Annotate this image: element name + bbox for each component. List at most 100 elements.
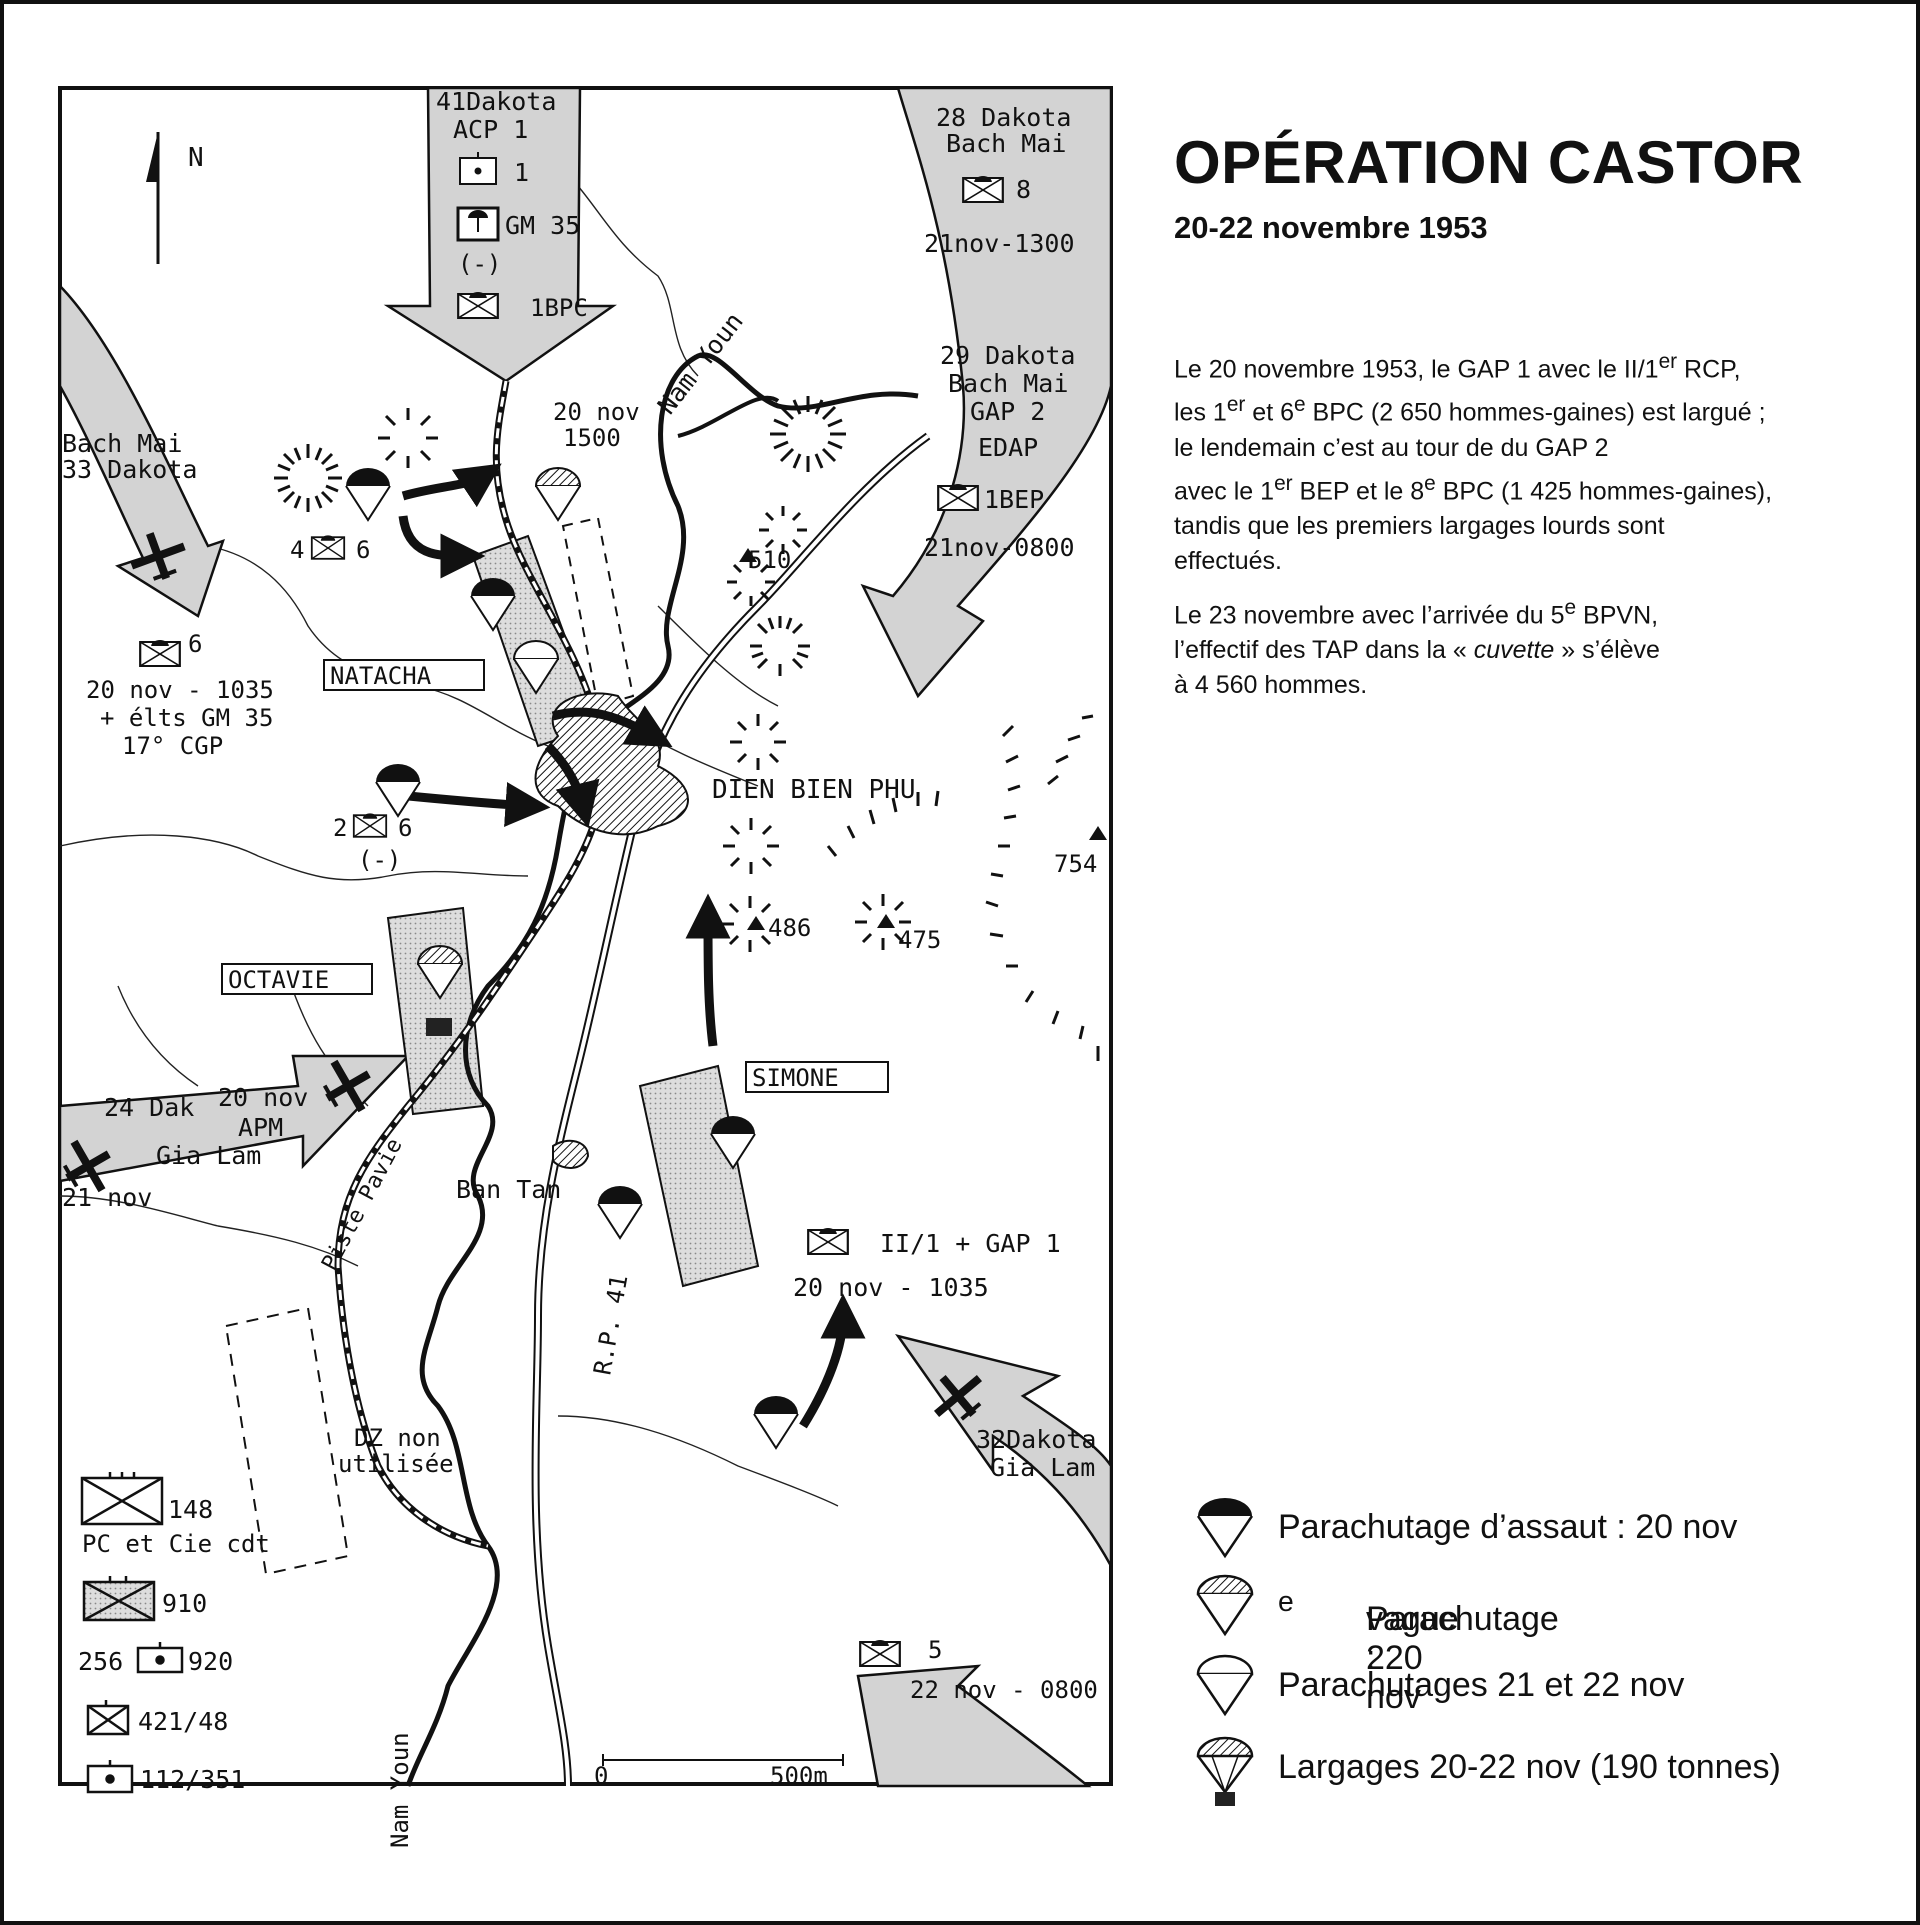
legend-later-label: Parachutages 21 et 22 nov	[1278, 1666, 1685, 1704]
text: et 6	[1245, 398, 1294, 427]
label-bachmai-1: Bach Mai	[946, 129, 1066, 158]
text: RCP,	[1677, 355, 1741, 384]
chute-hatched-icon	[1196, 1574, 1254, 1637]
legend-drops: Largages 20-22 nov (190 tonnes)	[1190, 1734, 1890, 1806]
description-paragraph-2: Le 23 novembre avec l’arrivée du 5e BPVN…	[1174, 590, 1854, 703]
scale-bar: 0 500m	[594, 1754, 844, 1790]
label-20nov-apm: 20 nov	[218, 1083, 308, 1112]
label-1bep: 1BEP	[984, 485, 1044, 514]
chute-dark-icon	[1196, 1498, 1254, 1559]
label-apm: APM	[238, 1113, 283, 1142]
label-ban-tan: Ban Tan	[456, 1175, 561, 1204]
label-simone: SIMONE	[752, 1064, 839, 1092]
label-21nov-1300: 21nov-1300	[924, 229, 1075, 258]
label-unit-4: 4	[290, 536, 304, 564]
map-parachutes	[345, 467, 799, 1449]
label-height-475: 475	[898, 926, 941, 954]
sup: er	[1274, 471, 1293, 495]
label-33dakota: 33 Dakota	[62, 455, 197, 484]
label-ii1-gap1: II/1 + GAP 1	[880, 1229, 1061, 1258]
key-112-351: 112/351	[140, 1765, 245, 1794]
label-gm35-minus: (-)	[458, 250, 501, 278]
unit-symbols	[139, 152, 1004, 1668]
label-unit-6a: 6	[356, 536, 370, 564]
label-gap2: GAP 2	[970, 397, 1045, 426]
key-910: 910	[162, 1589, 207, 1618]
key-256: 256	[78, 1647, 123, 1676]
label-bachmai-3: Bach Mai	[62, 429, 182, 458]
text: » s’élève	[1554, 636, 1660, 665]
label-edap: EDAP	[978, 433, 1038, 462]
movement-arrows	[387, 463, 866, 1429]
label-unit-5: 5	[928, 1636, 942, 1664]
north-label: N	[188, 143, 204, 173]
legend-assault: Parachutage d’assaut : 20 nov	[1190, 1494, 1890, 1564]
ban-tan-village	[552, 1139, 590, 1169]
label-1500: 1500	[563, 424, 621, 452]
legend-assault-label: Parachutage d’assaut : 20 nov	[1278, 1508, 1738, 1546]
label-unit-6c: 6	[398, 814, 412, 842]
label-20nov-1035-a: 20 nov - 1035	[86, 676, 274, 704]
sup: e	[1564, 596, 1577, 619]
chute-open-icon	[1196, 1654, 1254, 1717]
text: Le 23 novembre avec l’arrivée du 5	[1174, 601, 1565, 630]
text: BPC (1 425 hommes-gaines),	[1435, 476, 1773, 505]
river-branch	[677, 395, 780, 438]
north-arrow: N	[146, 132, 204, 264]
label-elts-gm35: + élts GM 35	[100, 704, 273, 732]
scale-500m: 500m	[770, 1762, 828, 1790]
height-markers	[739, 548, 1107, 930]
text: Le 20 novembre 1953, le GAP 1 avec le II…	[1174, 355, 1659, 384]
label-unit-6b: 6	[188, 630, 202, 658]
label-natacha: NATACHA	[330, 662, 432, 690]
label-20nov-1035-b: 20 nov - 1035	[793, 1273, 989, 1302]
text: BPC (2 650 hommes-gaines) est largué ;	[1305, 398, 1766, 427]
label-21nov-0800: 21nov-0800	[924, 533, 1075, 562]
dz-octavie-box	[221, 963, 373, 995]
key-148: 148	[168, 1495, 213, 1524]
text: effectués.	[1174, 546, 1282, 575]
label-acp1: ACP 1	[453, 115, 528, 144]
legend-drops-label: Largages 20-22 nov (190 tonnes)	[1278, 1748, 1781, 1786]
text: tandis que les premiers largages lourds …	[1174, 511, 1665, 540]
label-gm35: GM 35	[505, 211, 580, 240]
label-gialam-2: Gia Lam	[990, 1453, 1095, 1482]
label-height-754: 754	[1054, 850, 1097, 878]
nam-youn-river	[405, 352, 919, 1787]
sup: e	[1424, 471, 1436, 495]
label-unit-2: 2	[333, 814, 347, 842]
dz-simone-box	[745, 1061, 889, 1093]
label-dien-bien-phu: DIEN BIEN PHU	[712, 775, 916, 805]
key-920: 920	[188, 1647, 233, 1676]
label-29dakota: 29 Dakota	[940, 341, 1075, 370]
label-24dak: 24 Dak	[104, 1093, 194, 1122]
page-subtitle: 20-22 novembre 1953	[1174, 210, 1488, 245]
text: BPVN,	[1576, 601, 1659, 630]
text: cuvette	[1473, 636, 1555, 665]
label-21nov: 21 nov	[62, 1183, 152, 1212]
map-border	[58, 86, 1113, 1786]
road-rp41	[531, 432, 931, 1787]
label-gialam-1: Gia Lam	[156, 1141, 261, 1170]
text: l’effectif des TAP dans la «	[1174, 636, 1474, 665]
label-20nov: 20 nov	[553, 398, 640, 426]
scale-zero: 0	[594, 1762, 608, 1790]
cargo-chute-icon	[1196, 1736, 1254, 1806]
sup: er	[1658, 350, 1678, 373]
text: vague : 20 nov	[1366, 1600, 1459, 1716]
description-paragraph-1: Le 20 novembre 1953, le GAP 1 avec le II…	[1174, 344, 1854, 579]
track-piste-pavie	[334, 380, 607, 1550]
sup: e	[1294, 393, 1306, 417]
hill-ridges	[826, 714, 1100, 1061]
dz-natacha-box	[323, 659, 485, 691]
page-title: OPÉRATION CASTOR	[1174, 129, 1804, 196]
text: avec le 1	[1174, 476, 1275, 505]
label-acp1-num: 1	[514, 158, 529, 187]
label-28dakota: 28 Dakota	[936, 103, 1071, 132]
label-dz-non: DZ non	[354, 1424, 441, 1452]
label-8bpc-num: 8	[1016, 175, 1031, 204]
label-17cgp: 17° CGP	[122, 732, 223, 760]
